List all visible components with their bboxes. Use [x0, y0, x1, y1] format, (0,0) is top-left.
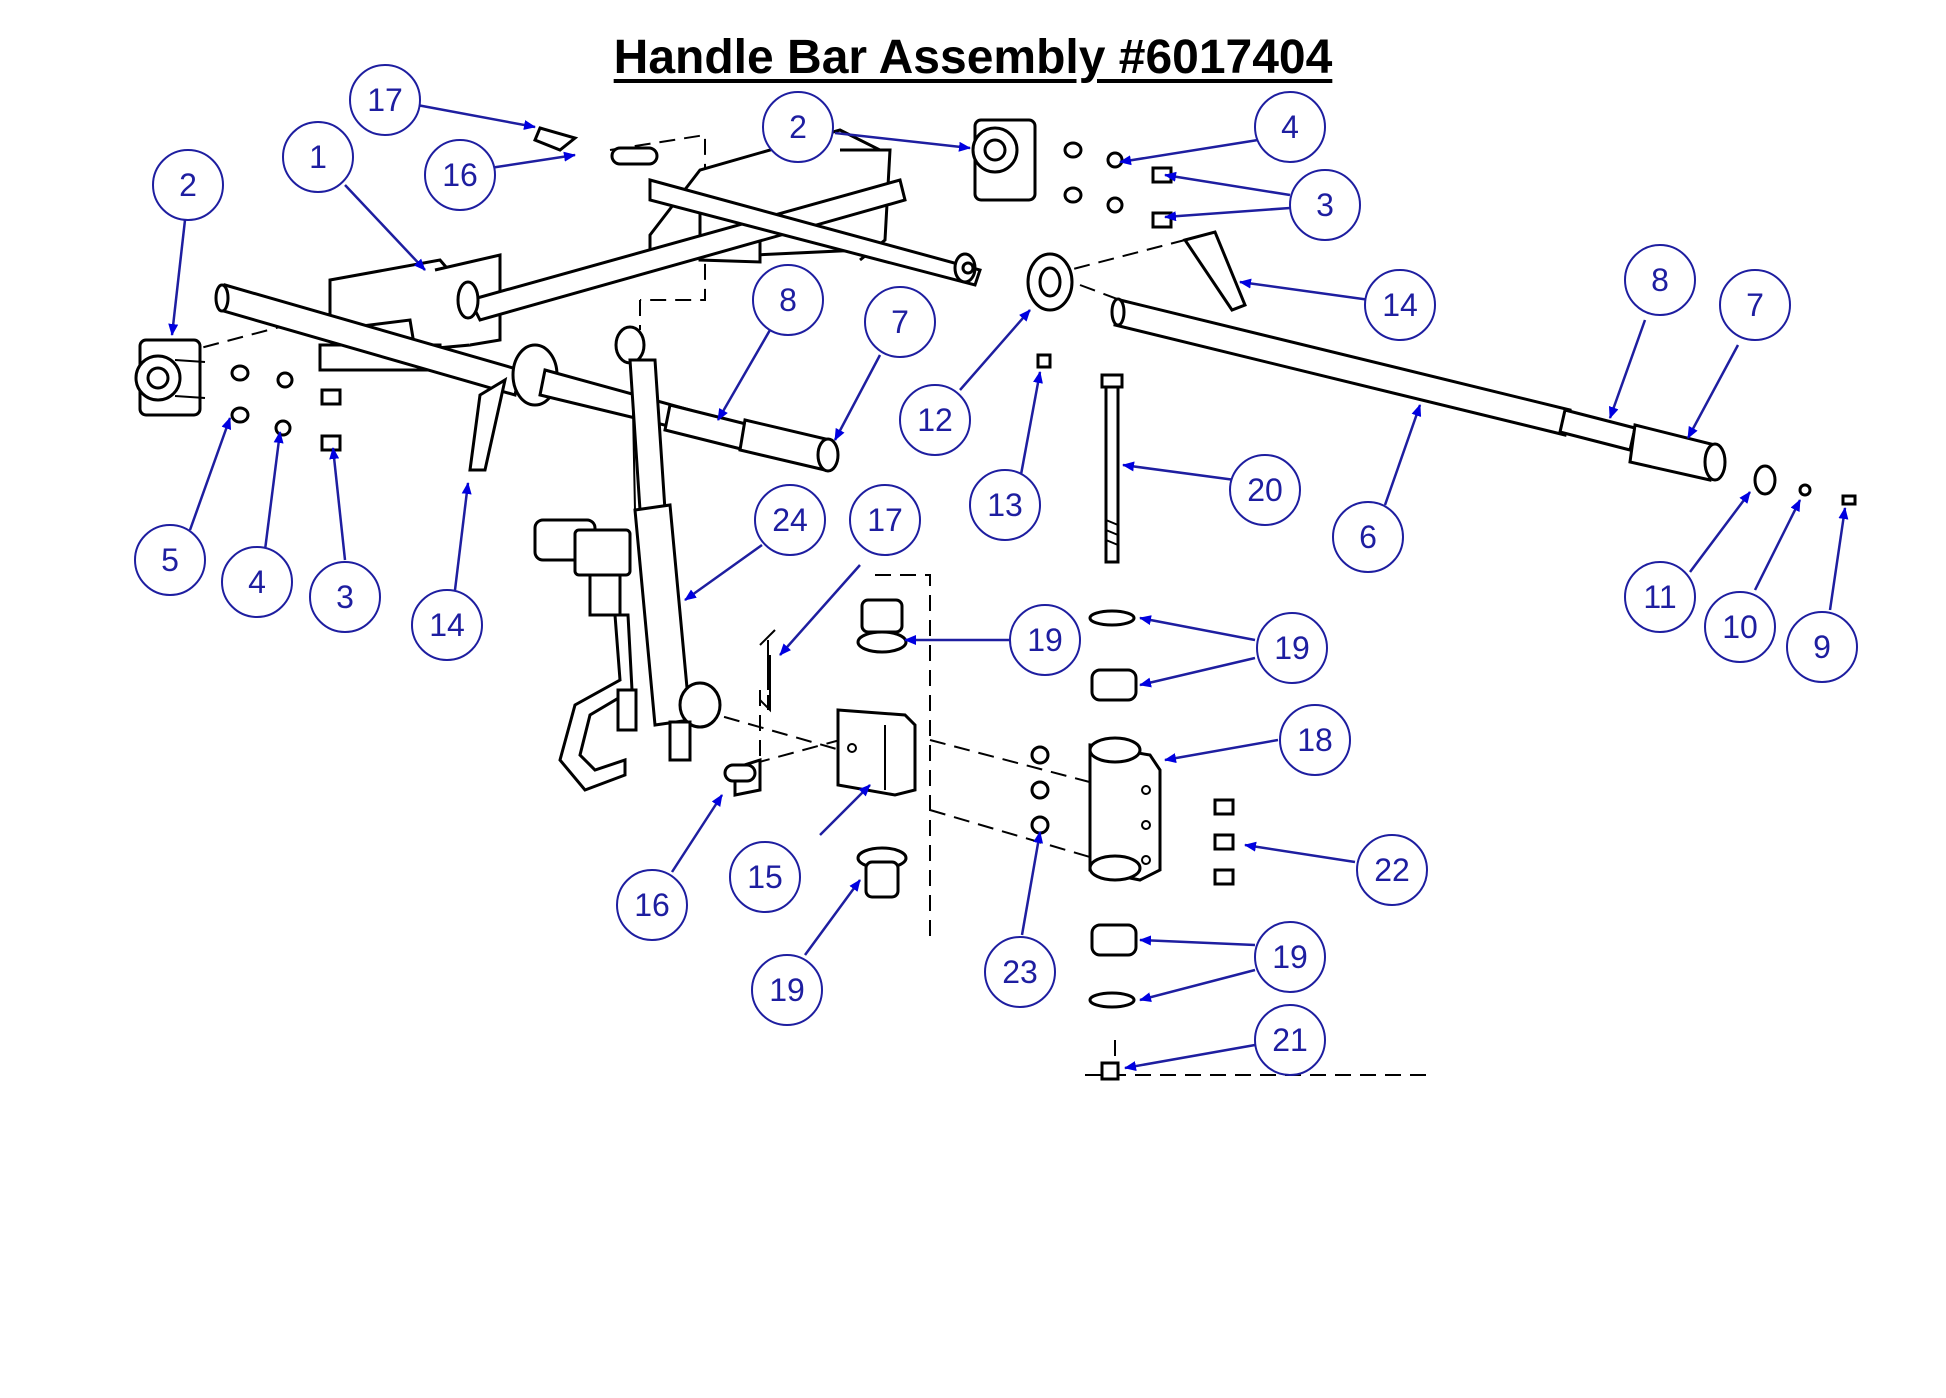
callout-21: 21: [1254, 1004, 1326, 1076]
svg-text:22: 22: [1374, 852, 1410, 888]
svg-text:16: 16: [442, 157, 478, 193]
svg-text:19: 19: [1274, 630, 1310, 666]
callout-13: 13: [969, 469, 1041, 541]
callout-1: 1: [282, 121, 354, 193]
hitch-pins: [533, 126, 771, 783]
upper-shaft: [456, 178, 982, 322]
callout-12: 12: [899, 384, 971, 456]
left-hardware: [230, 364, 342, 452]
callout-8: 8: [1624, 244, 1696, 316]
shaft-collar: [1026, 252, 1074, 369]
svg-text:24: 24: [772, 502, 808, 538]
svg-text:4: 4: [1281, 109, 1299, 145]
callout-11: 11: [1624, 561, 1696, 633]
svg-text:12: 12: [917, 402, 953, 438]
pivot-bracket: [1030, 736, 1235, 886]
callout-20: 20: [1229, 454, 1301, 526]
svg-text:3: 3: [336, 579, 354, 615]
svg-text:19: 19: [1272, 939, 1308, 975]
callout-3: 3: [1289, 169, 1361, 241]
long-bolt: [1100, 373, 1124, 564]
callout-24: 24: [754, 484, 826, 556]
callout-19: 19: [1009, 604, 1081, 676]
svg-text:19: 19: [1027, 622, 1063, 658]
callout-15: 15: [729, 841, 801, 913]
callout-10: 10: [1704, 591, 1776, 663]
hydraulic-cylinder: [533, 325, 722, 792]
callout-3: 3: [309, 561, 381, 633]
svg-text:5: 5: [161, 542, 179, 578]
svg-text:20: 20: [1247, 472, 1283, 508]
svg-text:6: 6: [1359, 519, 1377, 555]
callout-16: 16: [616, 869, 688, 941]
svg-text:14: 14: [429, 607, 465, 643]
svg-text:15: 15: [747, 859, 783, 895]
callout-7: 7: [1719, 269, 1791, 341]
callout-balloons: 17 16 1 2 2 4 3 3 14 8 7 12 13 20 6 8 7 …: [134, 64, 1858, 1076]
svg-text:19: 19: [769, 972, 805, 1008]
callout-4: 4: [1254, 91, 1326, 163]
pillow-block-left: [134, 338, 206, 417]
callout-2: 2: [762, 91, 834, 163]
callout-17: 17: [349, 64, 421, 136]
callout-19: 19: [1254, 921, 1326, 993]
diagram-title: Handle Bar Assembly #6017404: [613, 31, 1333, 84]
callout-16: 16: [424, 139, 496, 211]
svg-text:4: 4: [248, 564, 266, 600]
callout-22: 22: [1356, 834, 1428, 906]
lock-handle-left: [468, 376, 508, 472]
svg-text:10: 10: [1722, 609, 1758, 645]
svg-text:7: 7: [891, 304, 909, 340]
svg-text:2: 2: [179, 167, 197, 203]
drawing-group: [134, 118, 1857, 1081]
svg-text:11: 11: [1643, 579, 1676, 615]
svg-text:9: 9: [1813, 629, 1831, 665]
svg-text:23: 23: [1002, 954, 1038, 990]
callout-14: 14: [411, 589, 483, 661]
callout-8: 8: [752, 264, 824, 336]
callout-18: 18: [1279, 704, 1351, 776]
callout-17: 17: [849, 484, 921, 556]
svg-text:8: 8: [1651, 262, 1669, 298]
callout-4: 4: [221, 546, 293, 618]
left-handle-bar: [214, 283, 840, 473]
callout-9: 9: [1786, 611, 1858, 683]
callout-19: 19: [1256, 612, 1328, 684]
callout-23: 23: [984, 936, 1056, 1008]
svg-text:14: 14: [1382, 287, 1418, 323]
svg-text:7: 7: [1746, 287, 1764, 323]
svg-text:1: 1: [309, 139, 327, 175]
leader-arrows: [168, 103, 1849, 1072]
lock-handle-right: [1182, 230, 1247, 312]
callout-7: 7: [864, 286, 936, 358]
callout-14: 14: [1364, 269, 1436, 341]
svg-text:21: 21: [1272, 1022, 1308, 1058]
pillow-block-right: [971, 118, 1037, 202]
svg-text:16: 16: [634, 887, 670, 923]
svg-text:3: 3: [1316, 187, 1334, 223]
svg-text:2: 2: [789, 109, 807, 145]
spacer-stack: [1088, 609, 1138, 1081]
callout-5: 5: [134, 524, 206, 596]
svg-text:18: 18: [1297, 722, 1333, 758]
callout-19: 19: [751, 954, 823, 1026]
svg-text:17: 17: [367, 82, 403, 118]
svg-text:17: 17: [867, 502, 903, 538]
callout-2: 2: [152, 149, 224, 221]
svg-text:13: 13: [987, 487, 1023, 523]
svg-text:8: 8: [779, 282, 797, 318]
callout-6: 6: [1332, 501, 1404, 573]
